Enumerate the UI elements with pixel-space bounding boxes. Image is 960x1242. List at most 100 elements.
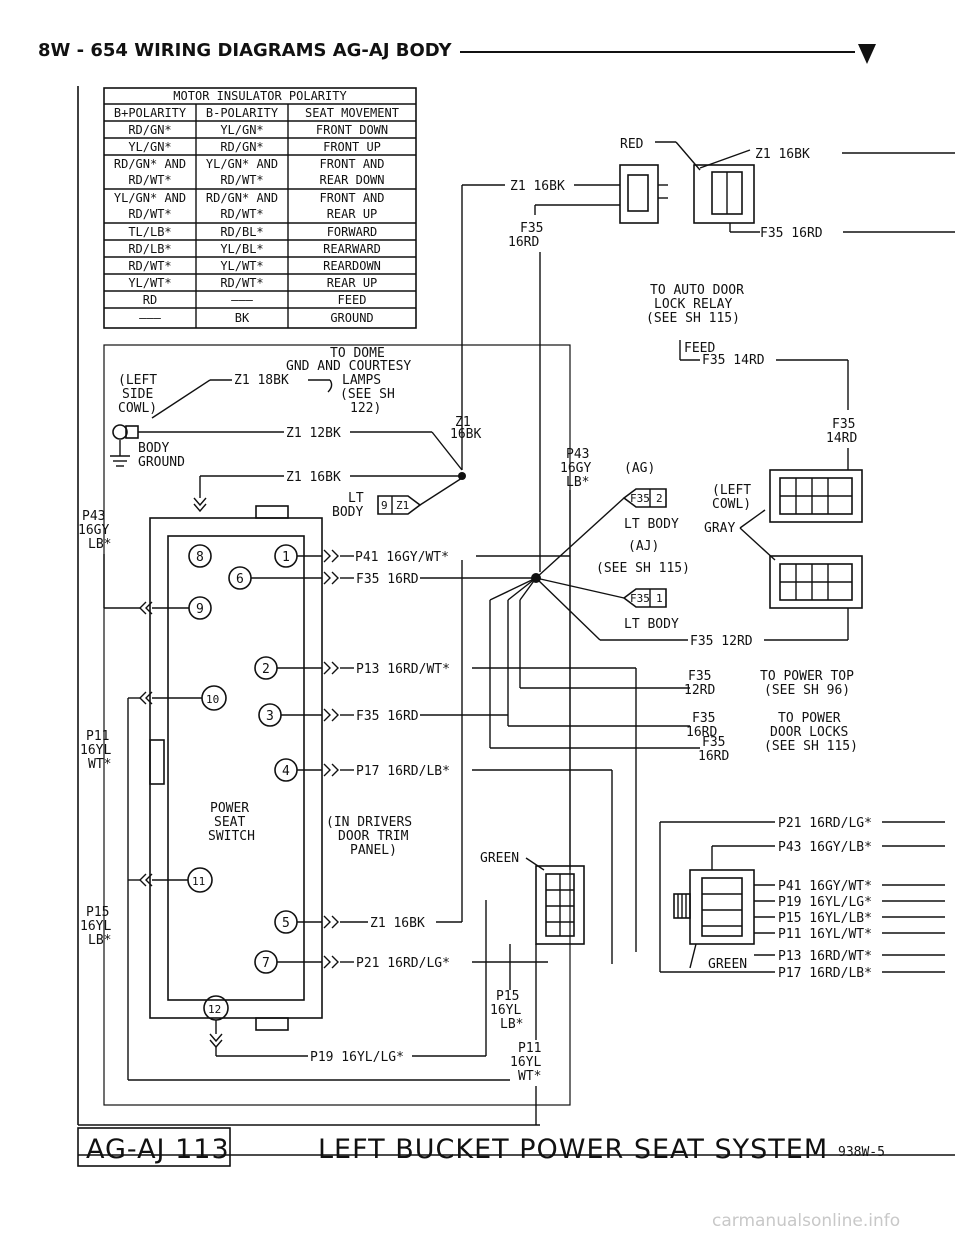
aj-label: (AJ) <box>628 539 659 554</box>
footer: AG-AJ 113 LEFT BUCKET POWER SEAT SYSTEM … <box>77 1127 885 1167</box>
auto-door-label: (SEE SH 115) <box>646 311 740 326</box>
lt-body-connector <box>377 495 422 515</box>
table-cell: FRONT AND <box>319 157 384 171</box>
power-top-f35-label: F35 <box>688 669 711 684</box>
p43-lb-label: LB* <box>88 537 111 552</box>
table-col-header: B-POLARITY <box>206 106 279 120</box>
f35-vertical-label: F35 <box>832 417 855 432</box>
door-locks-label: TO POWER <box>778 711 841 726</box>
red-label: RED <box>620 137 644 152</box>
table-cell: FORWARD <box>327 225 378 239</box>
left-side-label: SIDE <box>122 387 153 402</box>
table-cell: YL/WT* <box>128 276 171 290</box>
table-cell: YL/GN* <box>220 123 263 137</box>
table-cell: YL/BL* <box>220 242 263 256</box>
pin-6: 6 <box>228 566 252 590</box>
green-right-label: GREEN <box>708 957 747 972</box>
table-cell: RD/GN* <box>128 123 171 137</box>
svg-text:2: 2 <box>656 492 663 505</box>
right-p17-label: P17 16RD/LB* <box>778 966 872 981</box>
lt-label: LT <box>348 491 364 506</box>
header-arrow-icon <box>858 44 876 64</box>
right-p15-label: P15 16YL/LB* <box>778 911 872 926</box>
table-cell: YL/GN* <box>128 140 171 154</box>
table-cell: RD/GN* <box>220 140 263 154</box>
body-label: BODY <box>332 505 363 520</box>
door-locks-f35-label: F35 <box>692 711 715 726</box>
green-connector-center: GREEN P15 16YL LB* P11 16YL WT* <box>480 851 585 1125</box>
svg-text:1: 1 <box>656 592 663 605</box>
p11b-label: P11 <box>518 1041 541 1056</box>
svg-text:2: 2 <box>262 662 270 677</box>
p15b-16yl-label: 16YL <box>490 1003 521 1018</box>
p11b-16yl-label: 16YL <box>510 1055 541 1070</box>
svg-text:1: 1 <box>282 550 290 565</box>
power-top-label: (SEE SH 96) <box>764 683 850 698</box>
z1-label: Z1 <box>455 415 471 430</box>
table-cell: RD/BL* <box>220 225 263 239</box>
door-locks-16rd-label: 16RD <box>686 725 717 740</box>
ground-section: TO DOME GND AND COURTESY LAMPS (SEE SH 1… <box>103 344 571 1106</box>
power-top-12rd-label: 12RD <box>684 683 715 698</box>
connector-pin-label: Z1 <box>396 499 409 512</box>
table-cell: RD/WT* <box>128 207 171 221</box>
table-cell: REARDOWN <box>323 259 381 273</box>
pin-10: 10 <box>201 685 227 711</box>
green-label: GREEN <box>480 851 519 866</box>
table-cell: YL/GN* AND <box>114 191 186 205</box>
drivers-door-label: (IN DRIVERS <box>326 815 412 830</box>
right-p13-label: P13 16RD/WT* <box>778 949 872 964</box>
dome-label: GND AND COURTESY <box>286 359 411 374</box>
power-seat-switch-label: SEAT <box>214 815 245 830</box>
power-top-label: TO POWER TOP <box>760 669 854 684</box>
z1-16bk-mid-label: Z1 16BK <box>286 470 341 485</box>
table-cell: YL/WT* <box>220 259 263 273</box>
z1-16bk-pin5-label: Z1 16BK <box>370 916 425 931</box>
see-115-label: (SEE SH 115) <box>596 561 690 576</box>
svg-text:6: 6 <box>236 572 244 587</box>
gray-label: GRAY <box>704 521 735 536</box>
f35-16rd-pin3-label: F35 16RD <box>356 709 419 724</box>
f35-16rd-label: 16RD <box>508 235 539 250</box>
p43-label: P43 <box>82 509 105 524</box>
p43b-16gy-label: 16GY <box>560 461 591 476</box>
power-seat-switch-label: POWER <box>210 801 249 816</box>
door-locks-label: (SEE SH 115) <box>764 739 858 754</box>
f35-16rd-pin6-label: F35 16RD <box>356 572 419 587</box>
table-cell: FEED <box>338 293 367 307</box>
aj-connector <box>622 588 667 608</box>
f35-label: F35 <box>520 221 543 236</box>
p15-lb-label: LB* <box>88 933 111 948</box>
top-connectors: RED Z1 16BK Z1 16BK F35 16RD F35 16RD TO… <box>461 137 955 572</box>
table-cell: RD <box>143 293 157 307</box>
p43b-lb-label: LB* <box>566 475 589 490</box>
svg-text:F35: F35 <box>630 492 650 505</box>
p15-label: P15 <box>86 905 109 920</box>
f35-14rd-label: F35 14RD <box>702 353 765 368</box>
pin-11: 11 <box>187 867 213 893</box>
p15b-label: P15 <box>496 989 519 1004</box>
f35-16rd-right-label: F35 16RD <box>760 226 823 241</box>
z1-12bk-label: Z1 12BK <box>286 426 341 441</box>
table-cell: FRONT UP <box>323 140 381 154</box>
body-label: BODY <box>138 441 169 456</box>
dome-label: 122) <box>350 401 381 416</box>
door-locks-label: DOOR LOCKS <box>770 725 848 740</box>
auto-door-label: TO AUTO DOOR <box>650 283 744 298</box>
p17-label: P17 16RD/LB* <box>356 764 450 779</box>
pin-7: 7 <box>254 950 278 974</box>
p13-label: P13 16RD/WT* <box>356 662 450 677</box>
feed-branches: F35 12RD TO POWER TOP (SEE SH 96) F35 16… <box>489 577 858 764</box>
green-connector-right: P21 16RD/LG* P43 16GY/LB* P41 16GY/WT* P… <box>659 816 945 981</box>
dome-label: TO DOME <box>330 346 385 361</box>
table-cell: RD/LB* <box>128 242 171 256</box>
z1-16bk-vertical-label: 16BK <box>450 427 481 442</box>
table-cell: REAR UP <box>327 276 378 290</box>
dome-label: (SEE SH <box>340 387 395 402</box>
pin-9: 9 <box>188 596 212 620</box>
svg-text:3: 3 <box>266 709 274 724</box>
svg-text:9: 9 <box>196 602 204 617</box>
pin-3: 3 <box>258 703 282 727</box>
pin-5: 5 <box>274 910 298 934</box>
